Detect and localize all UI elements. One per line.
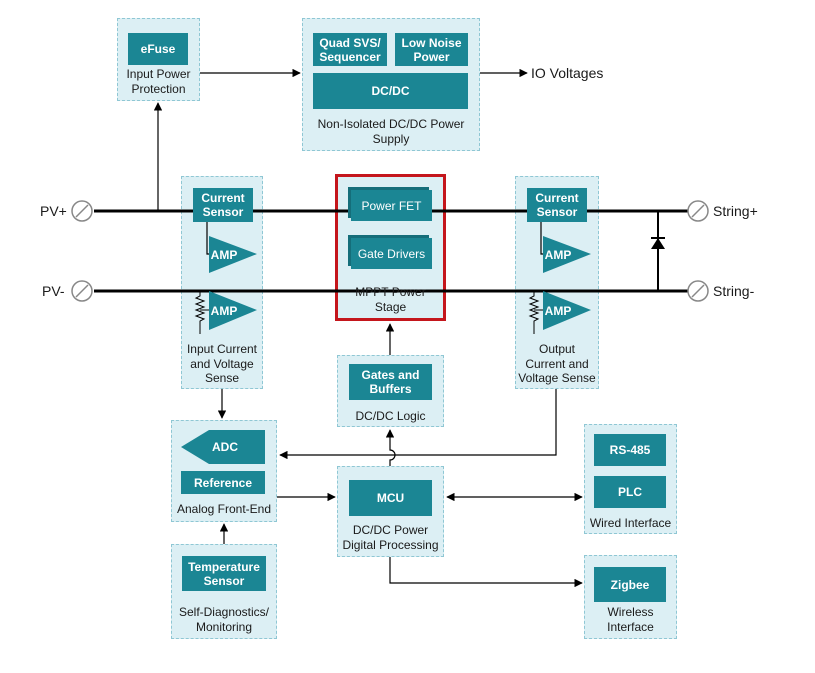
afe-caption: Analog Front-End (176, 502, 272, 516)
string-plus-label: String+ (713, 203, 758, 219)
diagnostics-caption: Self-Diagnostics/ Monitoring (178, 605, 270, 634)
output-sense-caption: Output Current and Voltage Sense (518, 342, 596, 385)
output-amp-top-icon (543, 236, 591, 273)
gates-buffers-block: Gates and Buffers (349, 364, 432, 400)
string-plus-terminal-icon (687, 200, 709, 222)
string-minus-label: String- (713, 283, 755, 299)
quad-svs-sequencer-block: Quad SVS/ Sequencer (313, 33, 387, 66)
mcu-block: MCU (349, 480, 432, 516)
reference-block: Reference (181, 471, 265, 494)
power-stage-caption: MPPT Power Stage (355, 285, 426, 314)
dcdc-block: DC/DC (313, 73, 468, 109)
output-sense-to-afe-arrow (279, 389, 557, 460)
pv-plus-label: PV+ (40, 203, 67, 219)
output-amp-bottom-label: AMP (544, 304, 572, 318)
output-amp-top-label: AMP (544, 248, 572, 262)
pv-minus-label: PV- (42, 283, 65, 299)
input-amp-top-icon (209, 236, 257, 273)
pv-plus-terminal-icon (71, 200, 93, 222)
low-noise-power-block: Low Noise Power (395, 33, 468, 66)
power-fet-block: Power FET (348, 187, 432, 221)
output-current-sensor-block: Current Sensor (527, 188, 587, 222)
input-amp-top-label: AMP (210, 248, 238, 262)
efuse-caption: Input Power Protection (126, 67, 191, 96)
adc-label: ADC (212, 440, 238, 454)
gate-drivers-block: Gate Drivers (348, 235, 432, 269)
output-amp-bottom-icon (543, 291, 591, 330)
pv-minus-terminal-icon (71, 280, 93, 302)
efuse-block: eFuse (128, 33, 188, 65)
string-minus-terminal-icon (687, 280, 709, 302)
input-amp-bottom-label: AMP (210, 304, 238, 318)
io-voltages-label: IO Voltages (531, 65, 604, 81)
adc-shape (181, 430, 265, 464)
input-sense-caption: Input Current and Voltage Sense (186, 342, 258, 385)
zigbee-block: Zigbee (594, 567, 666, 602)
gate-drivers-label: Gate Drivers (351, 238, 432, 269)
plc-block: PLC (594, 476, 666, 508)
rs485-block: RS-485 (594, 434, 666, 466)
wireless-caption: Wireless Interface (607, 605, 654, 634)
mcu-to-wireless-arrow (389, 557, 583, 588)
power-fet-label: Power FET (351, 190, 432, 221)
wired-caption: Wired Interface (589, 516, 672, 530)
bypass-diode-icon (651, 211, 665, 291)
input-amp-bottom-icon (209, 291, 257, 330)
input-current-sensor-block: Current Sensor (193, 188, 253, 222)
input-resistor-icon (194, 291, 206, 334)
temperature-sensor-block: Temperature Sensor (182, 556, 266, 591)
output-resistor-icon (528, 291, 540, 334)
dcdc-supply-caption: Non-Isolated DC/DC Power Supply (317, 117, 465, 146)
dcdc-logic-caption: DC/DC Logic (355, 409, 426, 423)
mcu-to-logic-arrow (385, 429, 396, 466)
mcu-caption: DC/DC Power Digital Processing (342, 523, 439, 552)
